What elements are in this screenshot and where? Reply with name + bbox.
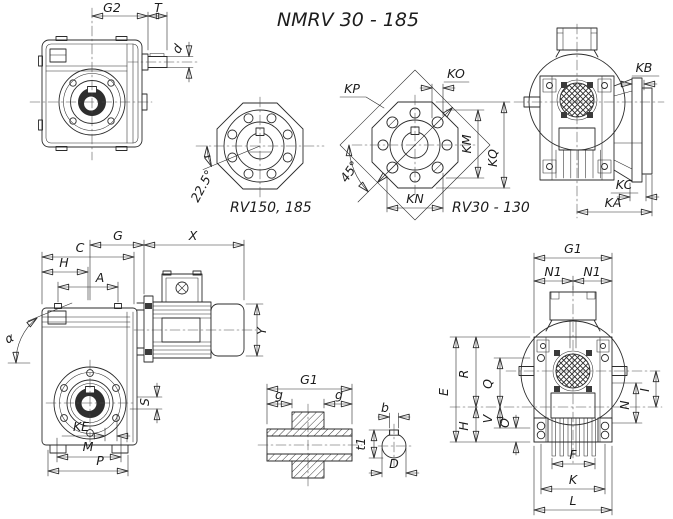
dim-label-km: KM <box>459 134 474 153</box>
output-bore <box>75 388 106 419</box>
dim-label-kb: KB <box>636 60 653 75</box>
dim-label-d-bore: D <box>389 456 399 471</box>
dim-label-ke: KE <box>73 419 89 434</box>
dim-label-q: Q <box>480 379 495 389</box>
output-bore <box>78 88 107 116</box>
dim-label-r: R <box>456 370 471 379</box>
dim-label-x: X <box>188 228 198 243</box>
dim-label-g-left: g <box>275 387 283 402</box>
dim-label-h-rear: H <box>456 421 471 431</box>
view-assembly-motor: G X C H A α Y S KE <box>2 228 269 477</box>
dim-label-h: H <box>59 255 69 270</box>
view-flange-rv150: 22.5° RV150, 185 <box>187 96 325 216</box>
output-flange-plate <box>631 77 643 183</box>
dim-label-v: V <box>480 413 495 423</box>
dim-label-p: P <box>96 453 104 468</box>
dim-label-n1-right: N1 <box>583 264 600 279</box>
view-shaft-section: G1 g g b t1 D <box>257 372 420 488</box>
view-flange-rv30: 45° KP KO KM KQ KN RV30 - 130 <box>337 66 530 221</box>
dim-label-y: Y <box>254 326 269 335</box>
terminal-box-screw <box>175 281 189 295</box>
dim-label-t1: t1 <box>353 438 368 451</box>
dim-label-ko: KO <box>447 66 465 81</box>
dim-label-n1-left: N1 <box>544 264 561 279</box>
dim-label-g1-rear: G1 <box>564 241 582 256</box>
dim-label-o: O <box>497 418 512 428</box>
dim-label-f: F <box>569 447 577 462</box>
dim-label-s: S <box>137 398 152 406</box>
dim-label-n: N <box>617 400 632 410</box>
dim-label-kq: KQ <box>485 149 500 167</box>
flange-outline <box>216 102 304 190</box>
dim-label-l: L <box>570 493 577 508</box>
dim-label-c: C <box>76 240 85 255</box>
view-side-flange: KB KC KA <box>513 23 665 219</box>
oil-plug <box>47 310 67 325</box>
dim-label-d-shaft: d <box>169 42 186 56</box>
flange-caption-rv150: RV150, 185 <box>230 200 312 216</box>
dim-label-a: A <box>95 270 105 285</box>
view-front-input: G2 T d <box>29 0 198 161</box>
dim-label-kn: KN <box>406 191 424 206</box>
view-rear-motor: G1 N1 N1 E R Q H V O I N F K <box>436 241 663 516</box>
oil-plug <box>49 48 67 63</box>
dim-label-g2: G2 <box>103 0 121 15</box>
dim-label-angle-45: 45° <box>337 158 362 185</box>
dim-label-i: I <box>637 388 652 392</box>
flange-caption-rv30: RV30 - 130 <box>452 200 530 216</box>
dim-label-kc: KC <box>616 177 633 192</box>
dim-label-g1-shaft: G1 <box>300 372 318 387</box>
dim-label-kp: KP <box>344 81 360 96</box>
dim-label-e: E <box>436 388 451 396</box>
gearbox-body <box>539 75 615 181</box>
dim-label-ka: KA <box>605 195 622 210</box>
dim-label-b: b <box>381 400 389 415</box>
drawing-title: NMRV 30 - 185 <box>277 9 419 31</box>
gearbox-body-outline <box>41 307 138 446</box>
dim-label-angle-22-5: 22.5° <box>187 167 216 204</box>
input-shaft-keyway <box>149 53 165 57</box>
dim-label-g: G <box>113 228 123 243</box>
dim-label-g-right: g <box>335 387 343 402</box>
dim-label-t: T <box>154 0 163 15</box>
dim-label-alpha: α <box>2 329 16 346</box>
dim-label-k: K <box>569 472 579 487</box>
mounting-square <box>339 69 491 221</box>
dim-label-m: M <box>83 439 94 454</box>
